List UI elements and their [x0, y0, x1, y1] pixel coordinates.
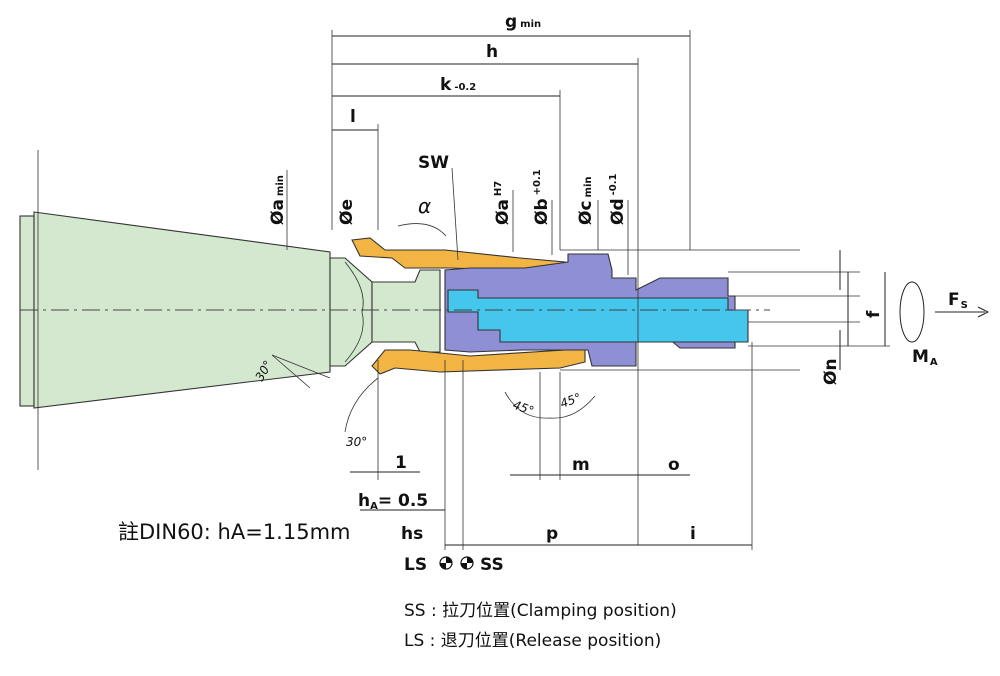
ss-note: SS : 拉刀位置(Clamping position): [404, 601, 677, 621]
label-l: l: [350, 107, 356, 127]
label-hs: hs: [401, 524, 423, 544]
label-k: k-0.2: [440, 75, 476, 95]
lower-dimensions: [271, 223, 753, 550]
label-m: m: [572, 455, 590, 475]
label-o: o: [668, 455, 680, 475]
label-h: h: [486, 42, 498, 62]
ls-marker-icon: [439, 556, 453, 570]
moment-symbol: [899, 281, 990, 343]
label-n: Øn: [821, 358, 841, 385]
label-45-left: 45°: [511, 398, 536, 418]
label-ma: MA: [912, 347, 938, 368]
label-sw: SW: [418, 153, 449, 173]
inner-rod: [447, 289, 749, 343]
collet: [351, 237, 586, 375]
label-c: Øcmin: [576, 177, 596, 226]
label-45-right: 45°: [558, 390, 583, 410]
label-f: f: [864, 310, 884, 318]
holder-flange: [19, 215, 35, 407]
label-e: Øe: [337, 199, 357, 225]
label-alpha: α: [418, 194, 431, 218]
label-ss: SS: [480, 555, 504, 575]
label-a-h7: ØaH7: [493, 181, 513, 225]
label-a-min: Øamin: [268, 175, 288, 225]
ls-note: LS : 退刀位置(Release position): [404, 631, 662, 651]
label-ls: LS: [404, 555, 427, 575]
ss-marker-icon: [460, 556, 474, 570]
retention-knob-shank: [371, 269, 441, 353]
label-fs: FS: [948, 290, 968, 311]
label-b: Øb+0.1: [532, 169, 552, 225]
collet-lower: [371, 345, 586, 375]
label-p: p: [546, 524, 558, 544]
label-d: Ød-0.1: [608, 173, 628, 225]
rod-body: [447, 289, 749, 343]
label-i: i: [690, 524, 696, 544]
label-ha: hA= 0.5: [358, 491, 428, 512]
retention-knob-head: [329, 257, 373, 367]
din60-note: 註DIN60: hA=1.15mm: [118, 520, 351, 544]
label-dim-1: 1: [395, 453, 407, 473]
label-30-lower: 30°: [346, 435, 367, 449]
upper-dimensions: [286, 30, 890, 545]
